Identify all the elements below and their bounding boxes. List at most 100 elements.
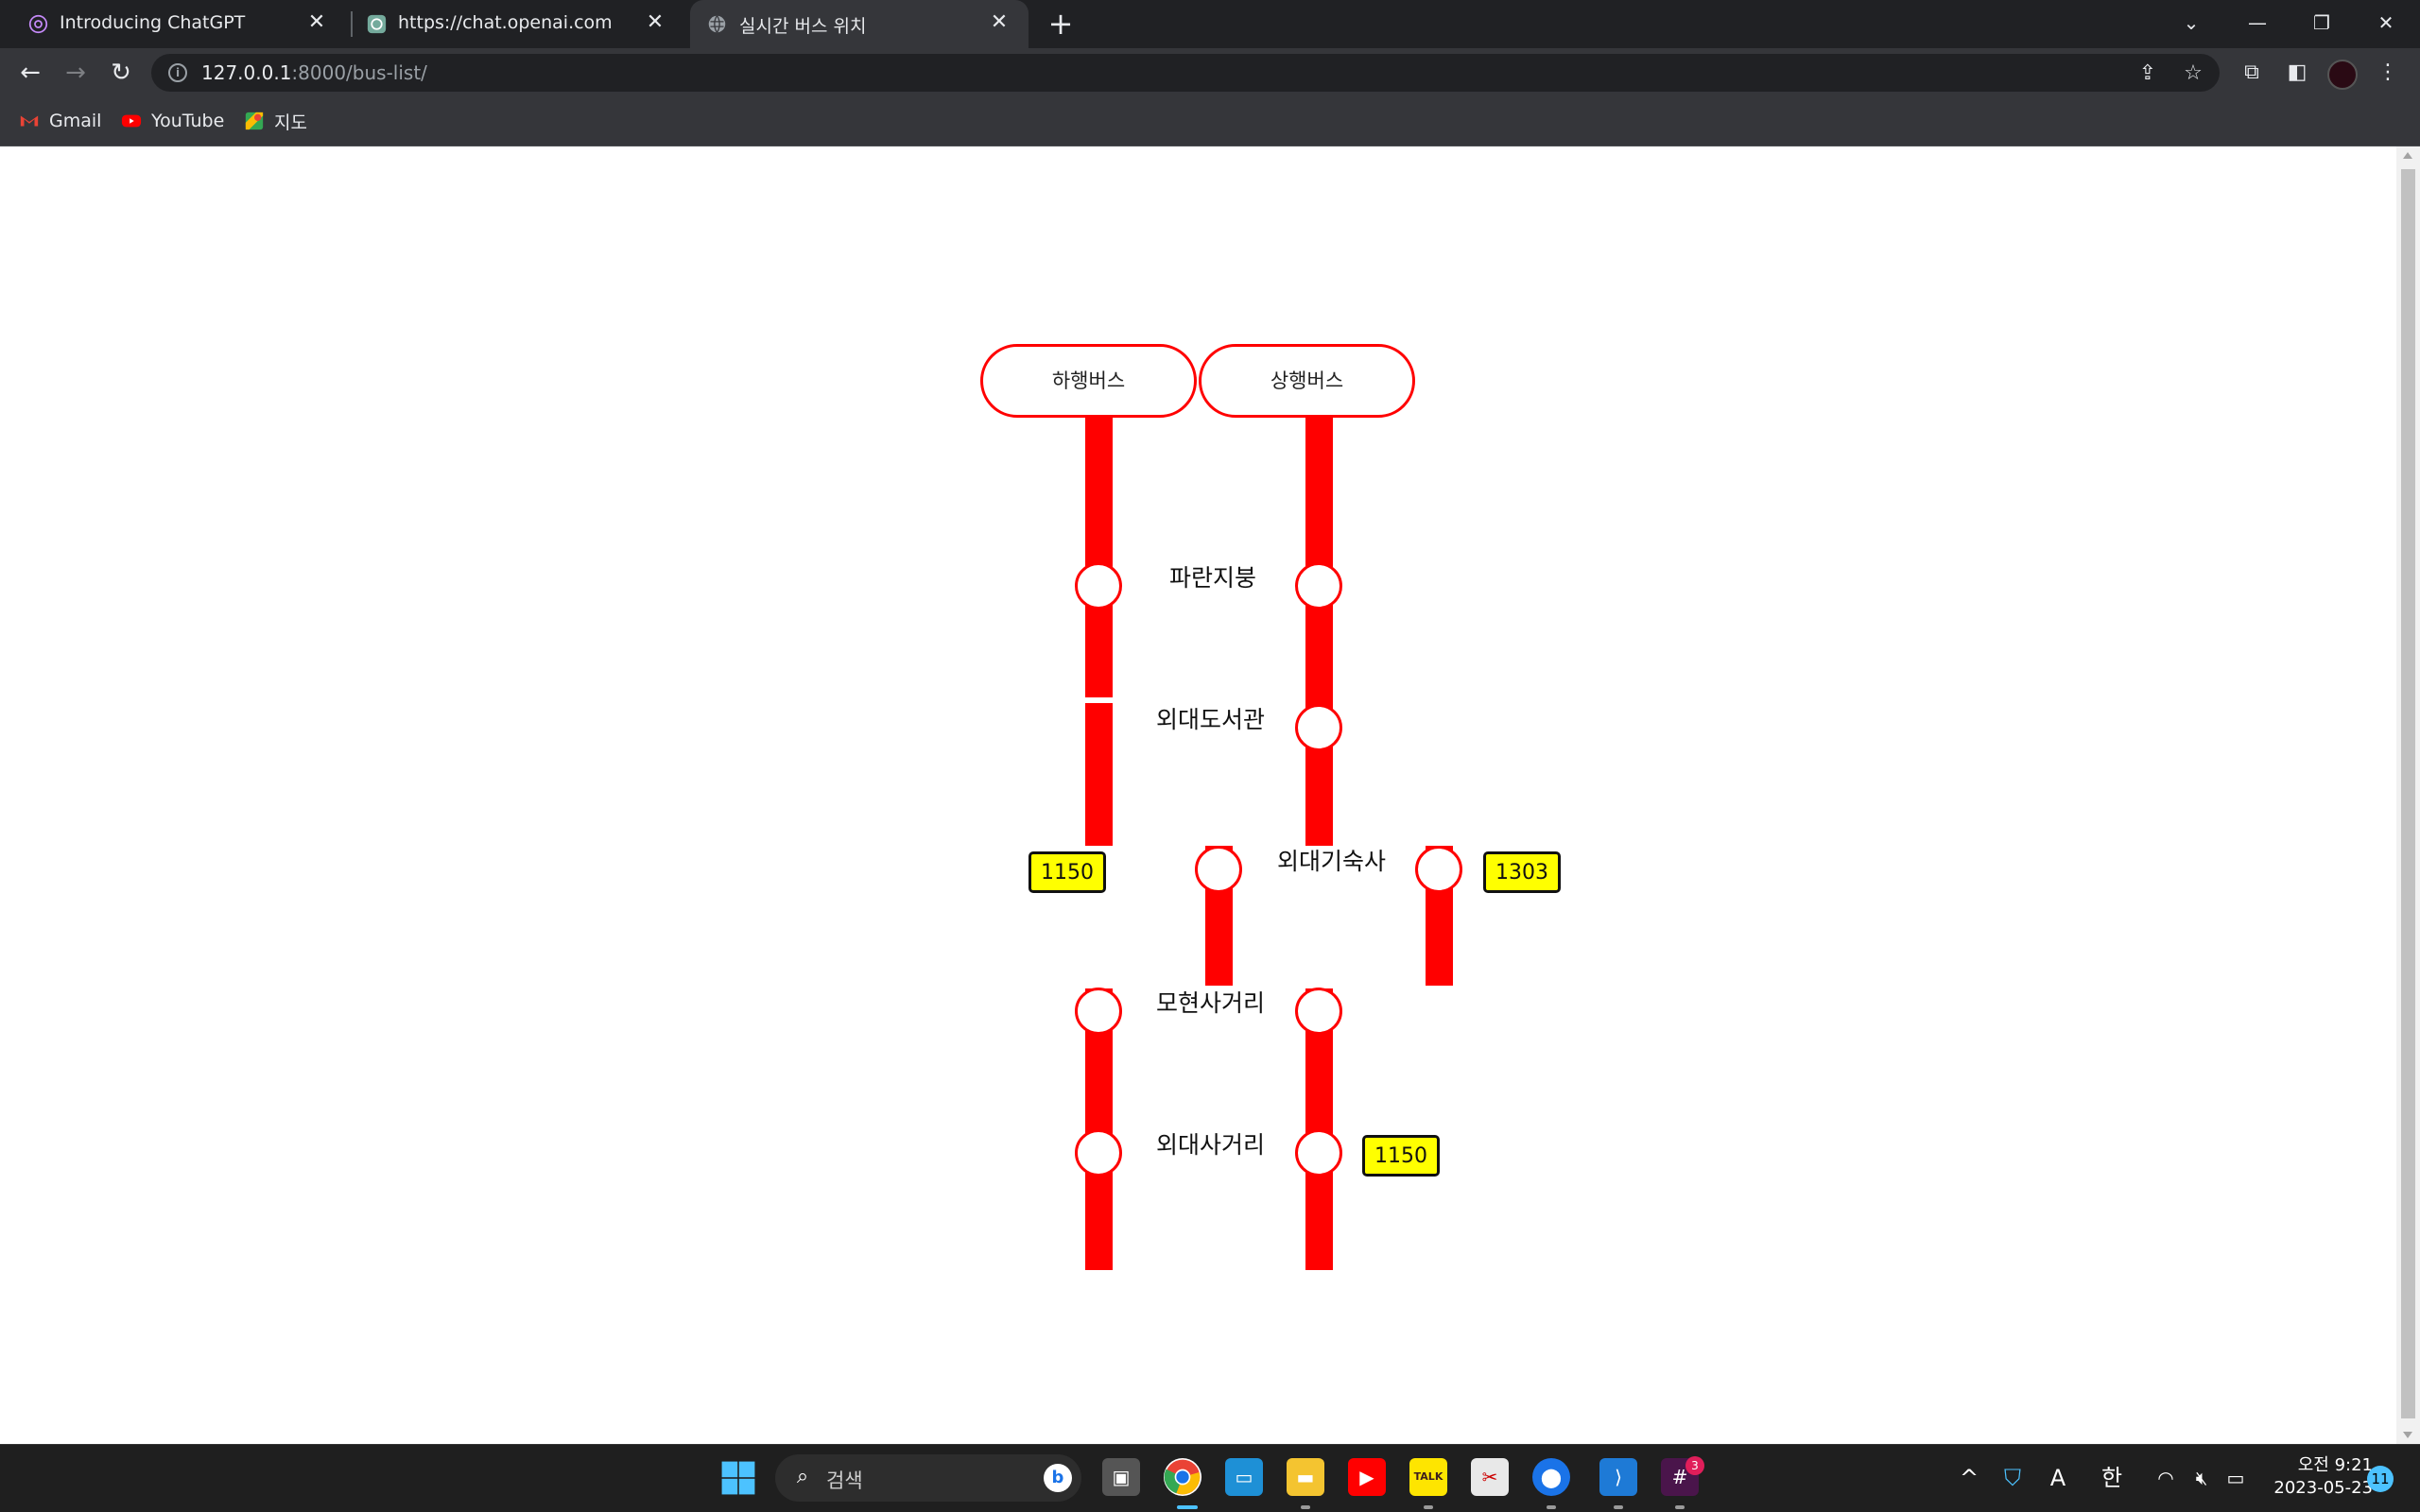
google-maps-icon: [245, 112, 264, 130]
openai-favicon-icon: [367, 14, 387, 34]
location-pin-icon[interactable]: ⬤: [1532, 1458, 1570, 1496]
site-info-icon[interactable]: i: [168, 63, 187, 82]
bus-tag[interactable]: 1150: [1362, 1135, 1440, 1177]
down-stop-circle[interactable]: [1075, 562, 1122, 610]
stop-label: 모현사거리: [1156, 989, 1266, 1017]
minimize-icon[interactable]: —: [2248, 11, 2267, 34]
share-icon[interactable]: ⇪: [2138, 61, 2157, 85]
taskbar-search-box[interactable]: ⌕ 검색 b: [775, 1454, 1081, 1502]
bus-tag[interactable]: 1303: [1483, 851, 1561, 893]
up-stop-circle[interactable]: [1295, 704, 1342, 751]
bing-icon[interactable]: b: [1044, 1464, 1072, 1492]
restore-icon[interactable]: ❐: [2313, 11, 2330, 34]
up-stop-circle[interactable]: [1295, 988, 1342, 1035]
scroll-down-arrow-icon[interactable]: [2403, 1432, 2412, 1438]
down-stop-circle[interactable]: [1075, 1129, 1122, 1177]
up-stop-circle[interactable]: [1295, 562, 1342, 610]
menu-kebab-icon[interactable]: ⋮: [2377, 60, 2398, 84]
tab-introducing-chatgpt[interactable]: Introducing ChatGPT ✕: [0, 0, 346, 48]
close-window-icon[interactable]: ✕: [2377, 11, 2394, 34]
slack-icon[interactable]: #: [1661, 1458, 1699, 1496]
vscode-icon[interactable]: ⟩: [1599, 1458, 1637, 1496]
slack-badge: 3: [1685, 1456, 1704, 1475]
up-route-segment: [1305, 418, 1333, 846]
file-explorer-icon[interactable]: ▬: [1287, 1458, 1324, 1496]
notification-count-badge[interactable]: 11: [2367, 1466, 2394, 1492]
bookmark-label: Gmail: [49, 111, 102, 131]
youtube-icon: [121, 114, 142, 128]
scrollbar-thumb[interactable]: [2401, 169, 2415, 1418]
chrome-icon[interactable]: [1164, 1458, 1201, 1496]
tab-strip: Introducing ChatGPT ✕ https://chat.opena…: [0, 0, 2420, 48]
tab-chat-openai[interactable]: https://chat.openai.com ✕: [338, 0, 684, 48]
taskbar-clock[interactable]: 오전 9:21 2023-05-23: [2259, 1454, 2373, 1500]
snipping-tool-icon[interactable]: ✂: [1471, 1458, 1509, 1496]
up-stop-circle[interactable]: [1415, 846, 1462, 893]
volume-muted-icon[interactable]: 🔇︎: [2195, 1467, 2208, 1489]
running-app-indicator: [1301, 1505, 1310, 1509]
up-direction-button[interactable]: 상행버스: [1199, 344, 1415, 418]
clock-date: 2023-05-23: [2273, 1478, 2373, 1498]
bookmark-star-icon[interactable]: ☆: [2184, 61, 2203, 85]
bus-list-page: 하행버스 상행버스 파란지붕 외대도서관 외대기숙사 모현사거리 외대사거리 1…: [0, 146, 2396, 1444]
bookmark-maps[interactable]: 지도: [244, 107, 307, 135]
bookmark-gmail[interactable]: Gmail: [19, 107, 101, 135]
down-route-segment: [1085, 418, 1113, 697]
tab-close-icon[interactable]: ✕: [646, 10, 665, 34]
battery-icon[interactable]: ▭: [2226, 1467, 2245, 1489]
kakaotalk-icon[interactable]: TALK: [1409, 1458, 1447, 1496]
tab-close-icon[interactable]: ✕: [307, 10, 326, 34]
ime-language-label[interactable]: 한: [2100, 1465, 2123, 1491]
globe-favicon-icon: [708, 15, 726, 33]
bookmark-youtube[interactable]: YouTube: [121, 107, 224, 135]
tab-close-icon[interactable]: ✕: [990, 10, 1009, 34]
browser-toolbar: ← → ↻ i 127.0.0.1:8000/bus-list/ ⇪ ☆ ⧉ ◧…: [0, 48, 2420, 97]
bookmark-label: YouTube: [151, 111, 225, 131]
reload-icon[interactable]: ↻: [111, 59, 131, 87]
tab-separator: [351, 11, 353, 37]
search-icon: ⌕: [796, 1465, 809, 1488]
task-view-icon[interactable]: ▣: [1102, 1458, 1140, 1496]
scroll-up-arrow-icon[interactable]: [2403, 152, 2412, 159]
remote-desktop-icon[interactable]: ▭: [1225, 1458, 1263, 1496]
tab-bus-location[interactable]: 실시간 버스 위치 ✕: [690, 0, 1028, 48]
windows-taskbar: ⌕ 검색 b ▣ ▭ ▬ ▶ TALK ✂ ⬤ ⟩ # 3 ^ ⛉ A 한 ◠ …: [0, 1444, 2420, 1512]
stop-label: 외대기숙사: [1277, 848, 1387, 875]
search-placeholder: 검색: [826, 1469, 863, 1492]
ime-mode-label[interactable]: A: [2049, 1465, 2066, 1491]
running-app-indicator: [1547, 1505, 1556, 1509]
down-stop-circle[interactable]: [1075, 988, 1122, 1035]
bus-tag[interactable]: 1150: [1028, 851, 1106, 893]
new-tab-button[interactable]: +: [1047, 6, 1074, 42]
side-panel-icon[interactable]: ◧: [2287, 60, 2308, 84]
down-stop-circle[interactable]: [1195, 846, 1242, 893]
running-app-indicator: [1675, 1505, 1685, 1509]
bookmarks-bar: Gmail YouTube 지도: [0, 97, 2420, 146]
down-route-segment: [1085, 703, 1113, 846]
stop-label: 파란지붕: [1169, 564, 1257, 592]
stop-label: 외대도서관: [1156, 706, 1266, 733]
page-scrollbar[interactable]: [2396, 146, 2420, 1444]
running-app-indicator: [1614, 1505, 1623, 1509]
address-bar[interactable]: i 127.0.0.1:8000/bus-list/ ⇪ ☆: [151, 54, 2220, 92]
stop-label: 외대사거리: [1156, 1131, 1266, 1159]
clock-time: 오전 9:21: [2297, 1455, 2373, 1475]
tab-title: 실시간 버스 위치: [739, 16, 867, 37]
up-stop-circle[interactable]: [1295, 1129, 1342, 1177]
url-text[interactable]: 127.0.0.1:8000/bus-list/: [201, 61, 427, 84]
back-icon[interactable]: ←: [20, 59, 41, 87]
chatgpt-favicon-icon: [28, 14, 48, 34]
youtube-app-icon[interactable]: ▶: [1348, 1458, 1386, 1496]
down-direction-button[interactable]: 하행버스: [980, 344, 1197, 418]
security-shield-icon[interactable]: ⛉: [2004, 1465, 2021, 1491]
tab-search-chevron-icon[interactable]: ⌄: [2183, 11, 2200, 34]
extensions-puzzle-icon[interactable]: ⧉: [2244, 60, 2259, 84]
tab-title: Introducing ChatGPT: [60, 12, 246, 33]
wifi-icon[interactable]: ◠: [2157, 1467, 2174, 1489]
show-hidden-icons-chevron-icon[interactable]: ^: [1959, 1465, 1979, 1491]
forward-icon[interactable]: →: [65, 59, 86, 87]
active-app-indicator: [1177, 1505, 1198, 1509]
profile-avatar[interactable]: [2327, 60, 2358, 90]
windows-start-icon[interactable]: [720, 1460, 756, 1496]
running-app-indicator: [1424, 1505, 1433, 1509]
